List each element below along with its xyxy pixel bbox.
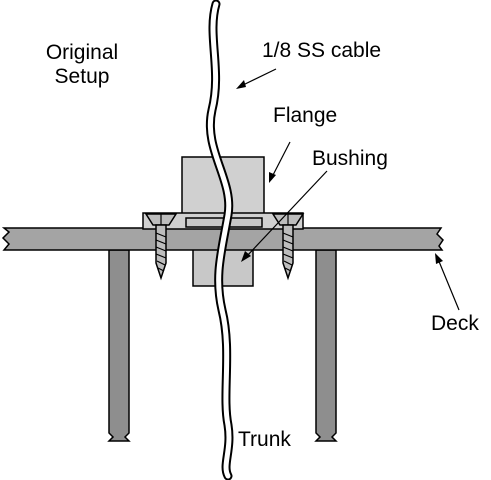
cable-leader-arrow	[236, 68, 277, 89]
screw-right	[271, 213, 305, 281]
deck-label: Deck	[431, 312, 479, 335]
flange-label: Flange	[273, 104, 337, 127]
bushing-label: Bushing	[312, 147, 388, 170]
trunk-leg-left	[107, 249, 131, 442]
flange-leader-arrow	[269, 141, 291, 183]
trunk-leg-right	[314, 249, 338, 442]
ss-cable-core	[207, 1, 232, 479]
trunk-label: Trunk	[238, 428, 291, 451]
screw-left	[144, 213, 178, 281]
cable-label: 1/8 SS cable	[262, 39, 381, 62]
bushing-leader-arrow	[241, 170, 328, 262]
title-line-1: Original	[46, 41, 118, 64]
title-line-2: Setup	[55, 65, 110, 88]
deck-leader-arrow	[435, 253, 460, 311]
